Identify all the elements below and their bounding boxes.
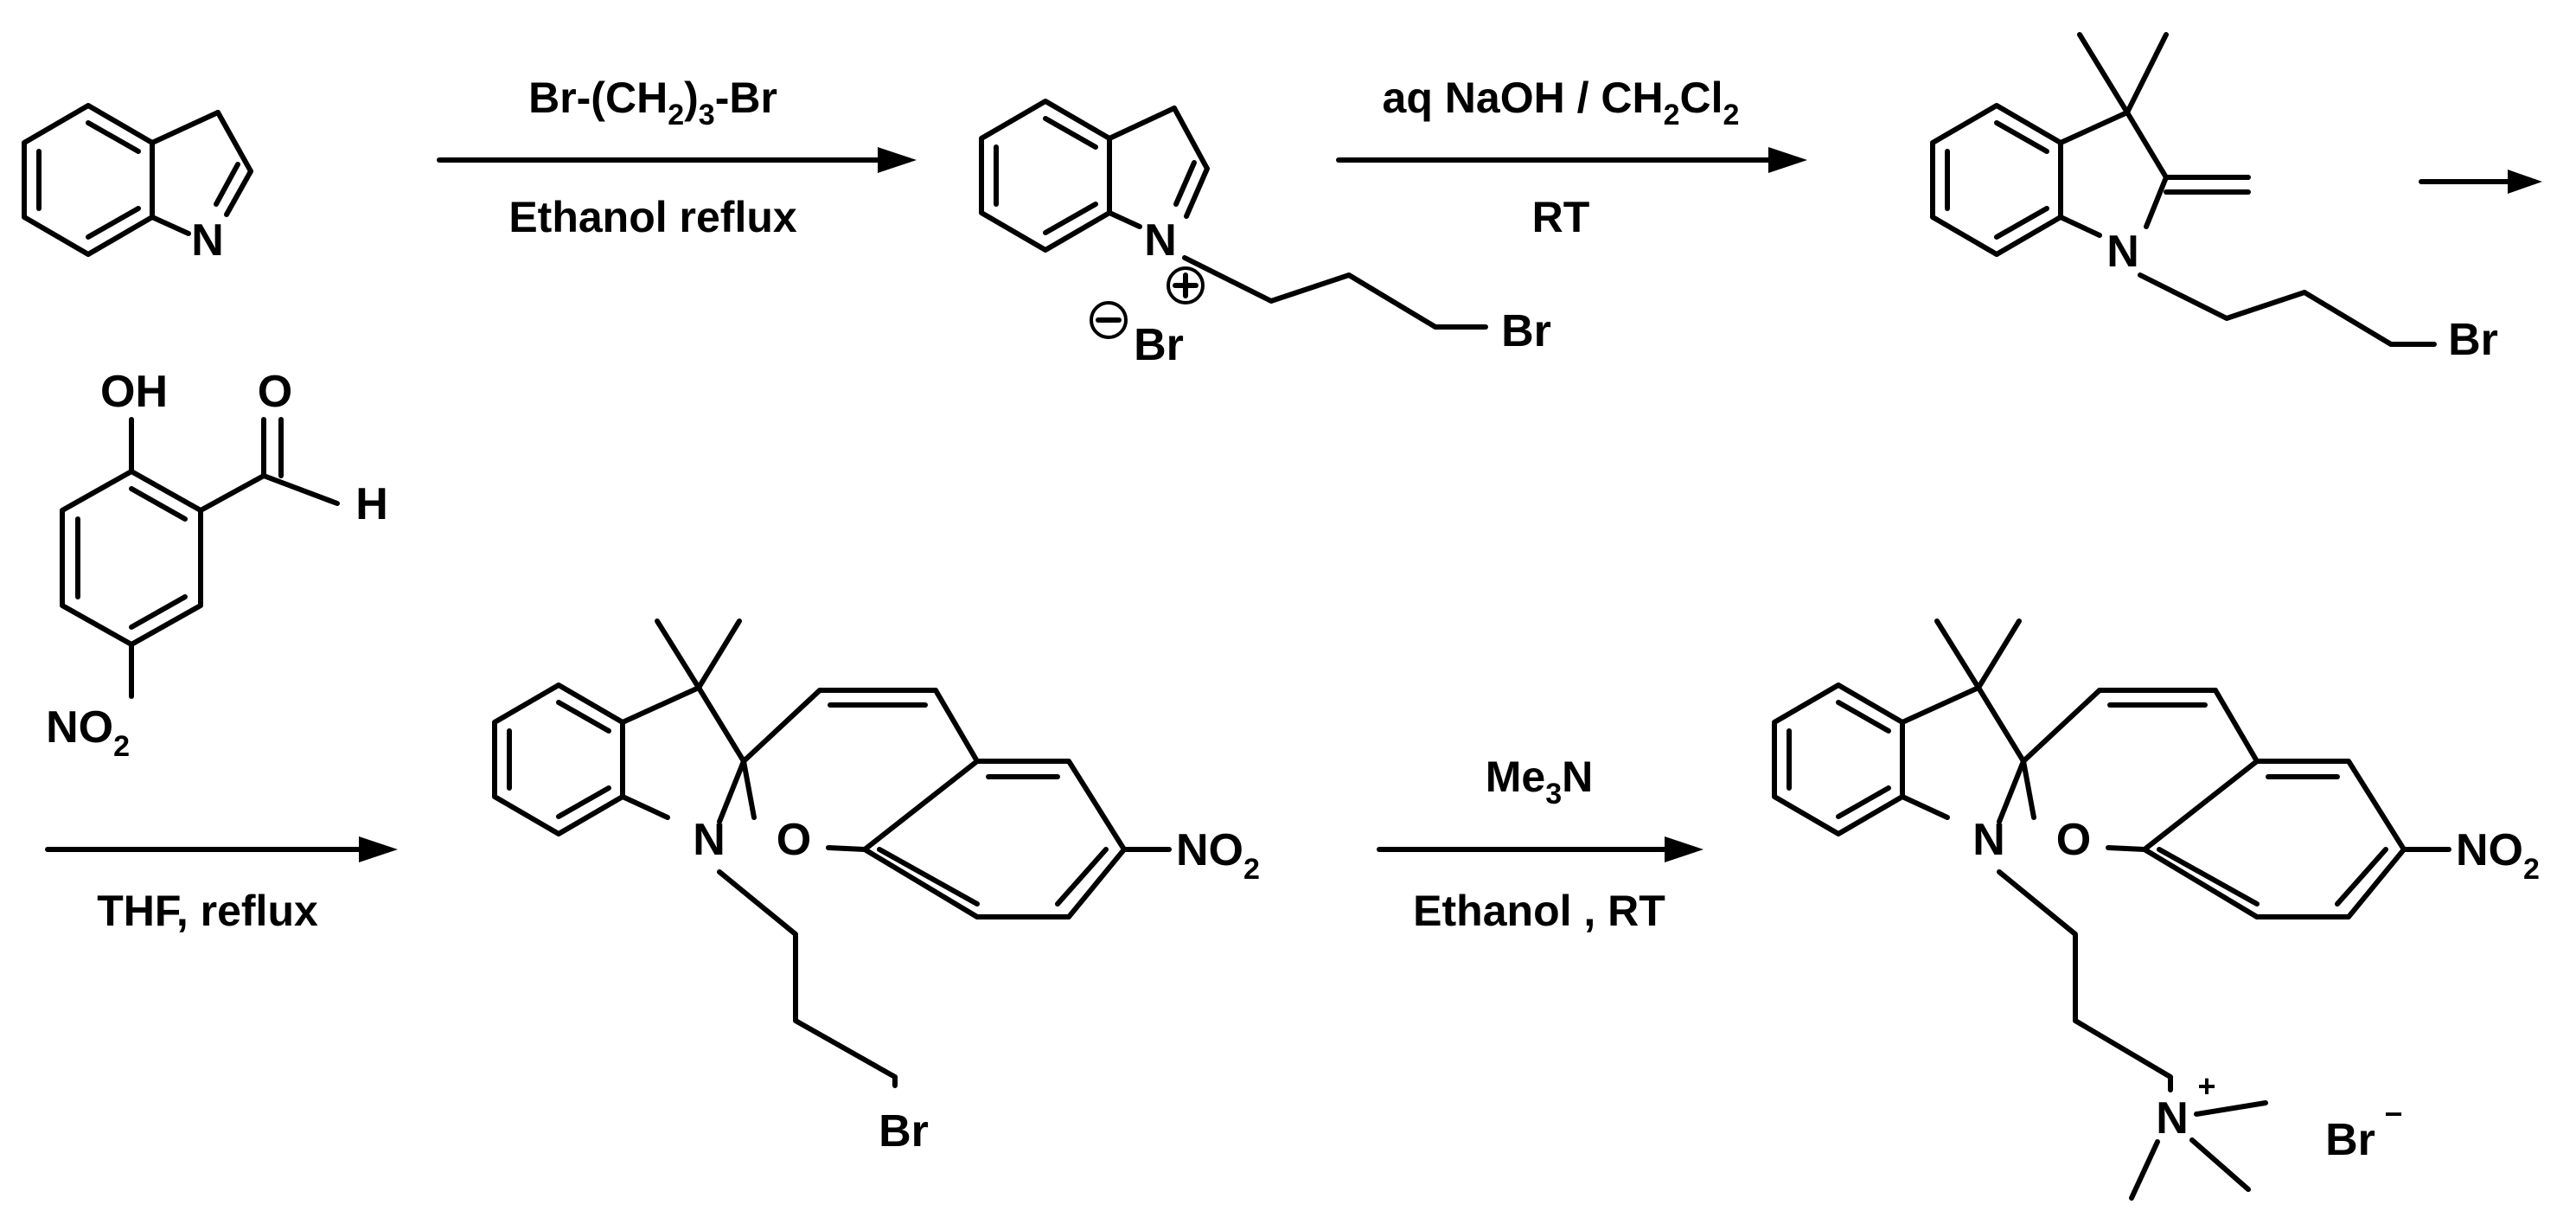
negative-charge: −	[2384, 1096, 2402, 1131]
compound-indolium-bromide: N Br Br	[979, 99, 1551, 370]
atom-n: N	[2106, 227, 2139, 277]
ammonium-nitrogen: N	[2156, 1093, 2189, 1144]
nitro-group: NO2	[46, 702, 130, 763]
atom-br: Br	[879, 1106, 929, 1157]
atom-n-plus: N	[1144, 215, 1177, 266]
reaction-arrow-1: Br-(CH2)3-Br Ethanol reflux	[437, 74, 917, 241]
atom-n: N	[191, 215, 224, 266]
compound-spiropyran-bromopropyl: N O NO2 Br	[492, 618, 1260, 1157]
atom-o: O	[2056, 815, 2091, 865]
step4-condition: Ethanol , RT	[1413, 887, 1665, 935]
step1-reagent: Br-(CH2)3-Br	[528, 74, 777, 131]
aldehyde-hydrogen: H	[355, 479, 388, 529]
atom-n: N	[1972, 815, 2005, 865]
atom-n: N	[693, 815, 725, 865]
compound-3h-indole: N	[22, 103, 253, 266]
bromide-counterion: Br	[1134, 320, 1184, 370]
continuation-arrow	[2419, 170, 2542, 194]
reaction-arrow-2: aq NaOH / CH2Cl2 RT	[1336, 74, 1807, 241]
atom-o: O	[777, 815, 811, 865]
step3-condition: THF, reflux	[97, 887, 318, 935]
step1-condition: Ethanol reflux	[508, 193, 797, 241]
step2-condition: RT	[1532, 193, 1590, 241]
compound-spiropyran-ammonium: N O NO2 N + Br −	[1772, 618, 2540, 1201]
compound-nitrosalicylaldehyde: OH O H NO2	[46, 367, 388, 763]
nitro-group: NO2	[1176, 825, 1260, 886]
atom-br: Br	[1501, 306, 1551, 356]
bromide-counterion: Br	[2325, 1115, 2375, 1165]
hydroxyl-group: OH	[100, 367, 168, 417]
atom-br: Br	[2448, 315, 2498, 365]
compound-fischer-base: N Br	[1930, 32, 2498, 365]
step2-reagent: aq NaOH / CH2Cl2	[1383, 74, 1740, 131]
reaction-arrow-4: Me3N Ethanol , RT	[1377, 753, 1703, 935]
positive-charge: +	[2197, 1068, 2215, 1104]
nitro-group: NO2	[2456, 825, 2540, 886]
aldehyde-oxygen: O	[258, 367, 292, 417]
reaction-arrow-3: THF, reflux	[45, 836, 398, 935]
step4-reagent: Me3N	[1486, 753, 1594, 811]
